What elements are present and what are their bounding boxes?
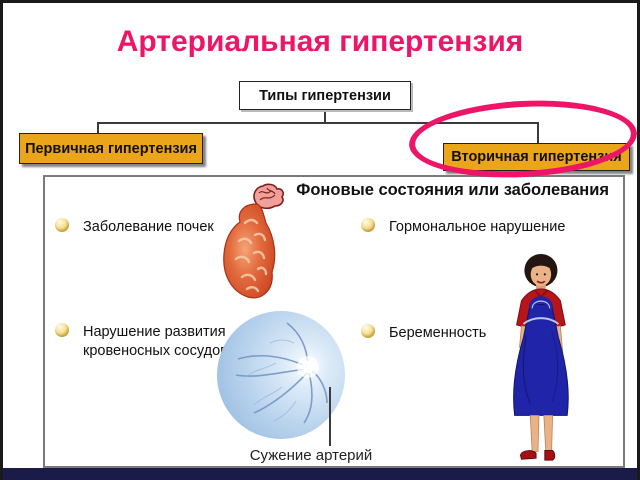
list-item-vessel-development: Нарушение развития кровеносных сосудов (55, 323, 233, 361)
sphere-bullet-icon (361, 218, 375, 232)
list-item-label: Нарушение развития кровеносных сосудов (83, 324, 228, 359)
pregnant-woman-illustration (513, 253, 569, 461)
diseased-kidney-illustration (223, 183, 284, 299)
connector-left-drop (97, 122, 99, 134)
fundus-pointer-line (329, 387, 331, 446)
secondary-hypertension-label: Вторичная гипертензия (451, 149, 622, 165)
sphere-bullet-icon (55, 218, 69, 232)
list-item-label: Заболевание почек (83, 219, 214, 235)
primary-hypertension-box: Первичная гипертензия (19, 133, 203, 164)
list-item-label: Гормональное нарушение (389, 219, 566, 235)
list-item-hormonal-disorder: Гормональное нарушение (361, 218, 565, 237)
primary-hypertension-label: Первичная гипертензия (25, 140, 197, 157)
sphere-bullet-icon (361, 324, 375, 338)
connector-right-drop (537, 122, 539, 144)
sphere-bullet-icon (55, 323, 69, 337)
bottom-navy-bar (3, 468, 637, 480)
secondary-hypertension-box: Вторичная гипертензия (443, 143, 630, 171)
slide-title: Артериальная гипертензия (116, 25, 524, 58)
types-of-hypertension-label: Типы гипертензии (259, 87, 391, 104)
types-of-hypertension-box: Типы гипертензии (239, 81, 411, 110)
panel-header: Фоновые состояния или заболевания (296, 181, 609, 199)
list-item-pregnancy: Беременность (361, 324, 486, 343)
list-item-label: Беременность (389, 325, 487, 341)
fundus-caption: Сужение артерий (249, 447, 373, 464)
connector-horizontal (97, 122, 539, 124)
connector-stem (324, 110, 326, 123)
list-item-kidney-disease: Заболевание почек (55, 218, 214, 237)
eye-fundus-illustration (217, 311, 345, 439)
